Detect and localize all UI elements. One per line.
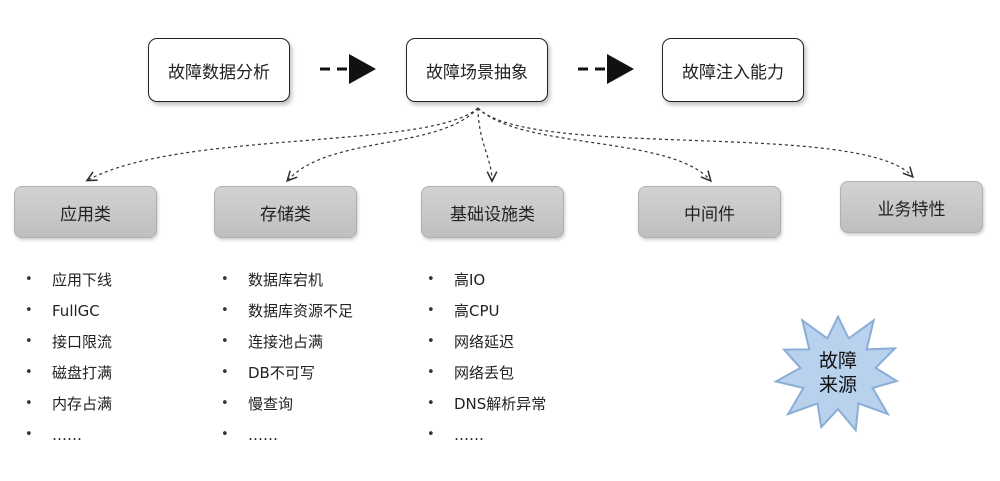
category-box-app: 应用类 [14, 186, 157, 238]
list-infra: 高IO 高CPU 网络延迟 网络丢包 DNS解析异常 …… [427, 270, 546, 456]
flow-box-analysis-label: 故障数据分析 [168, 62, 270, 83]
list-item: 高IO [427, 270, 546, 301]
list-item: 慢查询 [221, 394, 353, 425]
list-storage: 数据库宕机 数据库资源不足 连接池占满 DB不可写 慢查询 …… [221, 270, 353, 456]
flow-box-injection-label: 故障注入能力 [682, 62, 784, 83]
list-item: …… [221, 425, 353, 456]
category-label-middleware: 中间件 [684, 204, 735, 225]
list-item: 接口限流 [25, 332, 112, 363]
list-item: …… [25, 425, 112, 456]
branch-arrow-infra [477, 107, 492, 180]
branch-arrow-middleware [477, 107, 710, 180]
list-item: 应用下线 [25, 270, 112, 301]
list-item: DB不可写 [221, 363, 353, 394]
fault-source-line-1: 故障 [818, 350, 857, 372]
fault-source-label: 故障 来源 [808, 349, 868, 397]
category-box-infra: 基础设施类 [421, 186, 564, 238]
branch-arrow-app [88, 107, 479, 180]
category-box-business: 业务特性 [840, 181, 983, 233]
list-item: 内存占满 [25, 394, 112, 425]
list-item: DNS解析异常 [427, 394, 546, 425]
flow-box-injection: 故障注入能力 [662, 38, 804, 102]
list-item: 磁盘打满 [25, 363, 112, 394]
list-item: FullGC [25, 301, 112, 332]
list-item: 网络丢包 [427, 363, 546, 394]
flow-box-abstraction-label: 故障场景抽象 [426, 62, 528, 83]
list-item: 数据库宕机 [221, 270, 353, 301]
category-box-storage: 存储类 [214, 186, 357, 238]
list-item: 高CPU [427, 301, 546, 332]
branch-arrow-business [477, 107, 912, 176]
list-item: 网络延迟 [427, 332, 546, 363]
category-label-app: 应用类 [60, 204, 111, 225]
category-label-infra: 基础设施类 [450, 204, 535, 225]
fault-source-line-2: 来源 [818, 374, 857, 396]
list-item: 连接池占满 [221, 332, 353, 363]
fault-source-starburst [773, 314, 900, 433]
branch-arrow-storage [288, 107, 479, 180]
category-label-storage: 存储类 [260, 204, 311, 225]
category-box-middleware: 中间件 [638, 186, 781, 238]
list-item: …… [427, 425, 546, 456]
category-label-business: 业务特性 [877, 199, 946, 220]
list-app: 应用下线 FullGC 接口限流 磁盘打满 内存占满 …… [25, 270, 112, 456]
flow-box-analysis: 故障数据分析 [148, 38, 290, 102]
list-item: 数据库资源不足 [221, 301, 353, 332]
flow-box-abstraction: 故障场景抽象 [406, 38, 548, 102]
